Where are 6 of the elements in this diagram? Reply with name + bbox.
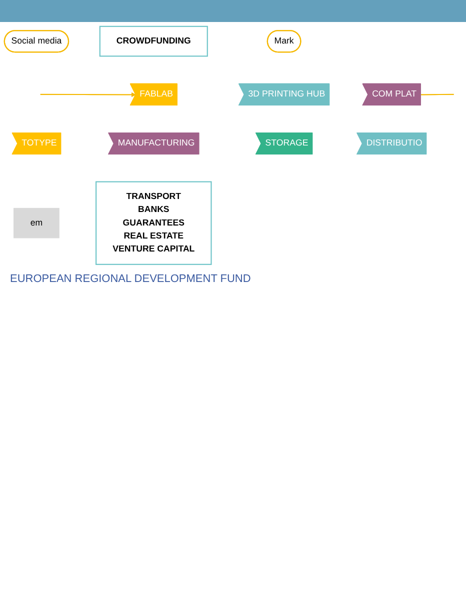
node-box: CROWDFUNDING bbox=[99, 26, 208, 57]
connector bbox=[420, 94, 454, 96]
arrow bbox=[40, 92, 136, 98]
fund-caption: EUROPEAN REGIONAL DEVELOPMENT FUND bbox=[10, 272, 252, 285]
node-box: TRANSPORT BANKS GUARANTEES REAL ESTATE VENTURE CAPITAL bbox=[96, 181, 212, 265]
node-box: em bbox=[14, 208, 60, 238]
